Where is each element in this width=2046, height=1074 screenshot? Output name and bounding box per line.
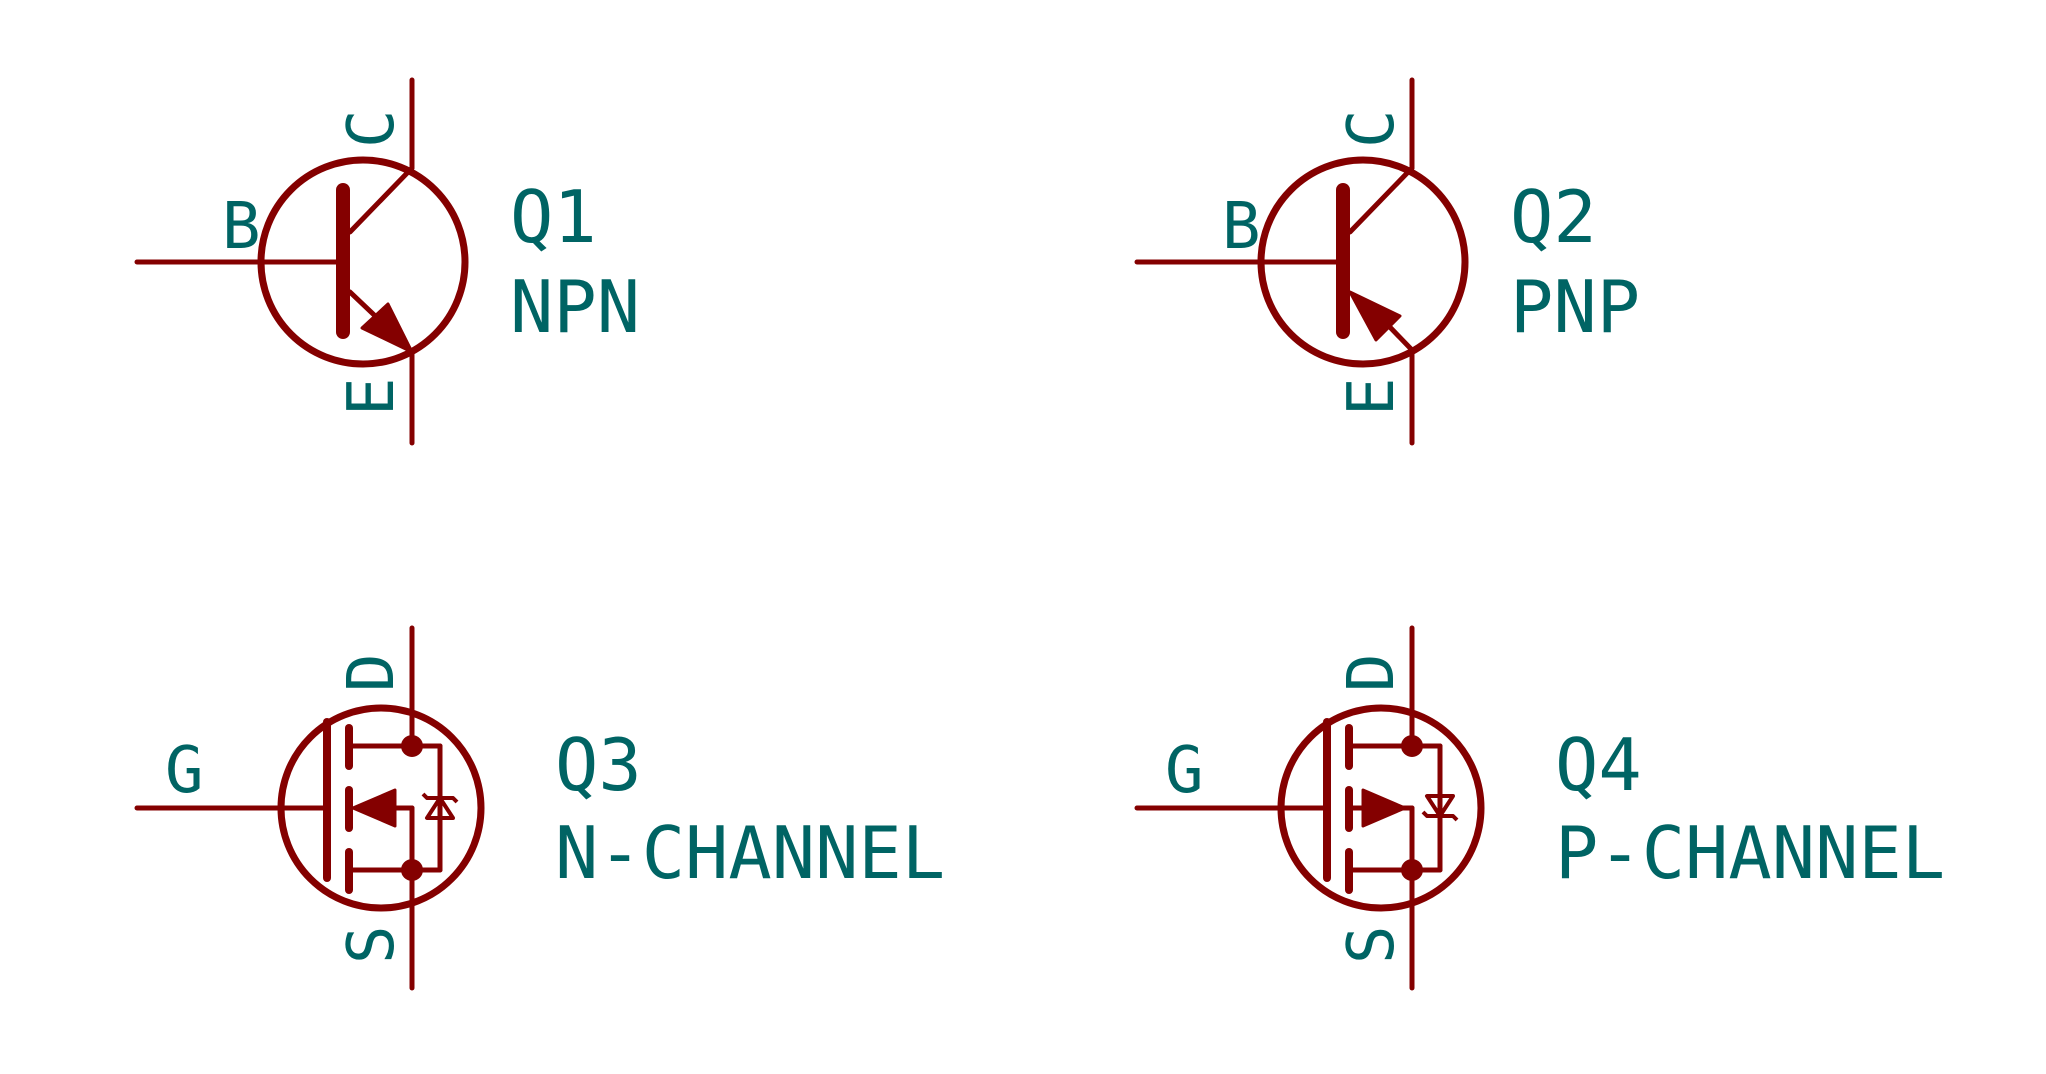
q4-source-pin-label: S — [1335, 925, 1409, 964]
q1-reference-label: Q1 — [510, 175, 597, 259]
emitter-arrow-in-icon — [1348, 290, 1402, 342]
transistor-body-circle — [1277, 704, 1485, 912]
body-diode-icon — [1425, 794, 1455, 818]
q2-emitter-pin-label: E — [1335, 377, 1409, 416]
q4-drain-pin-label: D — [1335, 653, 1409, 692]
q3-value-label: N-CHANNEL — [555, 811, 945, 895]
emitter-arrow-out-icon — [360, 302, 414, 354]
symbol-q2[interactable] — [1134, 77, 1469, 446]
symbol-q3[interactable] — [134, 625, 485, 991]
q4-gate-pin-label: G — [1165, 734, 1204, 808]
q3-drain-pin-label: D — [335, 653, 409, 692]
body-diode-icon — [425, 796, 455, 820]
q2-reference-label: Q2 — [1510, 175, 1597, 259]
symbol-q1[interactable] — [134, 77, 469, 446]
q2-value-label: PNP — [1510, 265, 1640, 349]
q3-reference-label: Q3 — [555, 723, 642, 807]
body-diode-zener-bar — [421, 792, 459, 804]
body-diode-zener-bar — [1421, 810, 1459, 822]
drain-junction-dot — [401, 735, 423, 757]
transistor-body-circle — [257, 156, 469, 368]
collector-line — [1347, 165, 1415, 235]
q3-source-pin-label: S — [335, 925, 409, 964]
q3-gate-pin-label: G — [165, 734, 204, 808]
source-junction-dot — [1401, 859, 1423, 881]
q1-collector-pin-label: C — [335, 109, 409, 148]
q2-collector-pin-label: C — [1335, 109, 1409, 148]
q4-reference-label: Q4 — [1555, 723, 1642, 807]
transistor-body-circle — [277, 704, 485, 912]
q1-emitter-pin-label: E — [335, 377, 409, 416]
transistor-body-circle — [1257, 156, 1469, 368]
drain-junction-dot — [1401, 735, 1423, 757]
channel-arrow-in-icon — [351, 788, 397, 828]
q2-base-pin-label: B — [1222, 190, 1261, 264]
collector-line — [347, 165, 415, 235]
q4-value-label: P-CHANNEL — [1555, 811, 1945, 895]
channel-arrow-out-icon — [1361, 788, 1407, 828]
q1-value-label: NPN — [510, 265, 640, 349]
source-junction-dot — [401, 859, 423, 881]
symbol-q4[interactable] — [1134, 625, 1485, 991]
q1-base-pin-label: B — [222, 190, 261, 264]
